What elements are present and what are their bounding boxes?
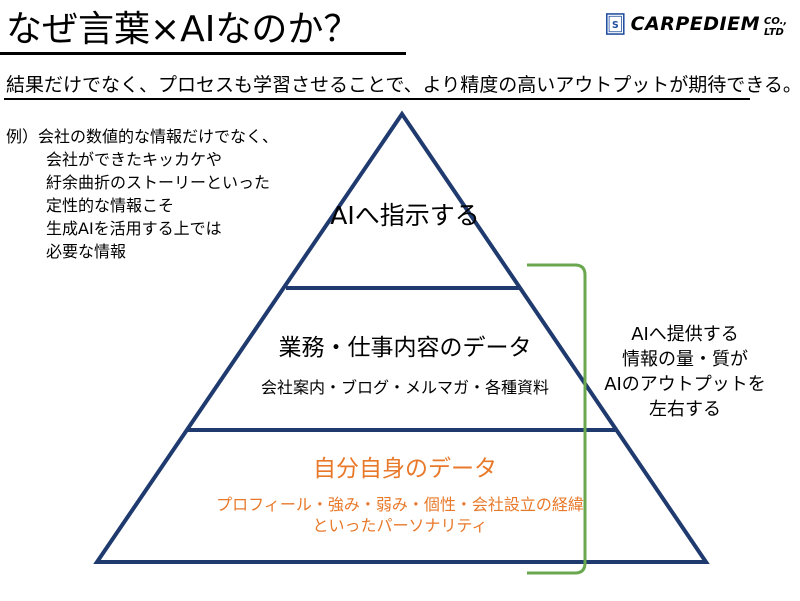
pyramid-middle-label: 業務・仕事内容のデータ: [278, 335, 532, 361]
pyramid-bottom-sub-line: といったパーソナリティ: [312, 516, 488, 535]
pyramid-outline: [93, 110, 710, 564]
pyramid-bottom-sub-line: プロフィール・強み・弱み・個性・会社設立の経緯: [216, 495, 584, 514]
example-text: 例）会社の数値的な情報だけでなく、 会社ができたキッカケや 紆余曲折のストーリー…: [6, 125, 278, 263]
title-underline: [0, 52, 406, 55]
subtitle-underline: [4, 98, 750, 100]
pyramid-bottom-label: 自分自身のデータ: [313, 456, 497, 482]
logo-text: CARPEDIEM: [630, 13, 760, 35]
side-note-line: 左右する: [649, 399, 721, 420]
logo-mark-icon: S: [606, 13, 625, 35]
side-note: AIへ提供する 情報の量・質が AIのアウトプットを 左右する: [600, 322, 770, 422]
pyramid-top-label: AIへ指示する: [330, 201, 480, 230]
example-line: 紆余曲折のストーリーといった: [46, 173, 271, 192]
company-logo: S CARPEDIEM CO., LTD: [606, 10, 800, 38]
side-note-line: 情報の量・質が: [622, 349, 748, 370]
svg-text:S: S: [612, 20, 619, 31]
example-line: 例）会社の数値的な情報だけでなく、: [6, 127, 279, 146]
logo-suffix: CO., LTD: [763, 16, 788, 38]
example-line: 会社ができたキッカケや: [46, 150, 223, 169]
side-note-line: AIのアウトプットを: [604, 374, 766, 395]
pyramid-middle-sublabel: 会社案内・ブログ・メルマガ・各種資料: [260, 378, 549, 397]
example-line: 生成AIを活用する上では: [46, 219, 222, 238]
subtitle: 結果だけでなく、プロセスも学習させることで、より精度の高いアウトプットが期待でき…: [6, 74, 800, 96]
example-line: 必要な情報: [46, 242, 127, 261]
pyramid-bottom-sublabel: プロフィール・強み・弱み・個性・会社設立の経緯 といったパーソナリティ: [150, 494, 650, 536]
page-title: なぜ言葉×AIなのか？: [6, 9, 360, 50]
green-bracket: [527, 263, 587, 575]
example-line: 定性的な情報こそ: [46, 196, 175, 215]
side-note-line: AIへ提供する: [631, 324, 739, 345]
